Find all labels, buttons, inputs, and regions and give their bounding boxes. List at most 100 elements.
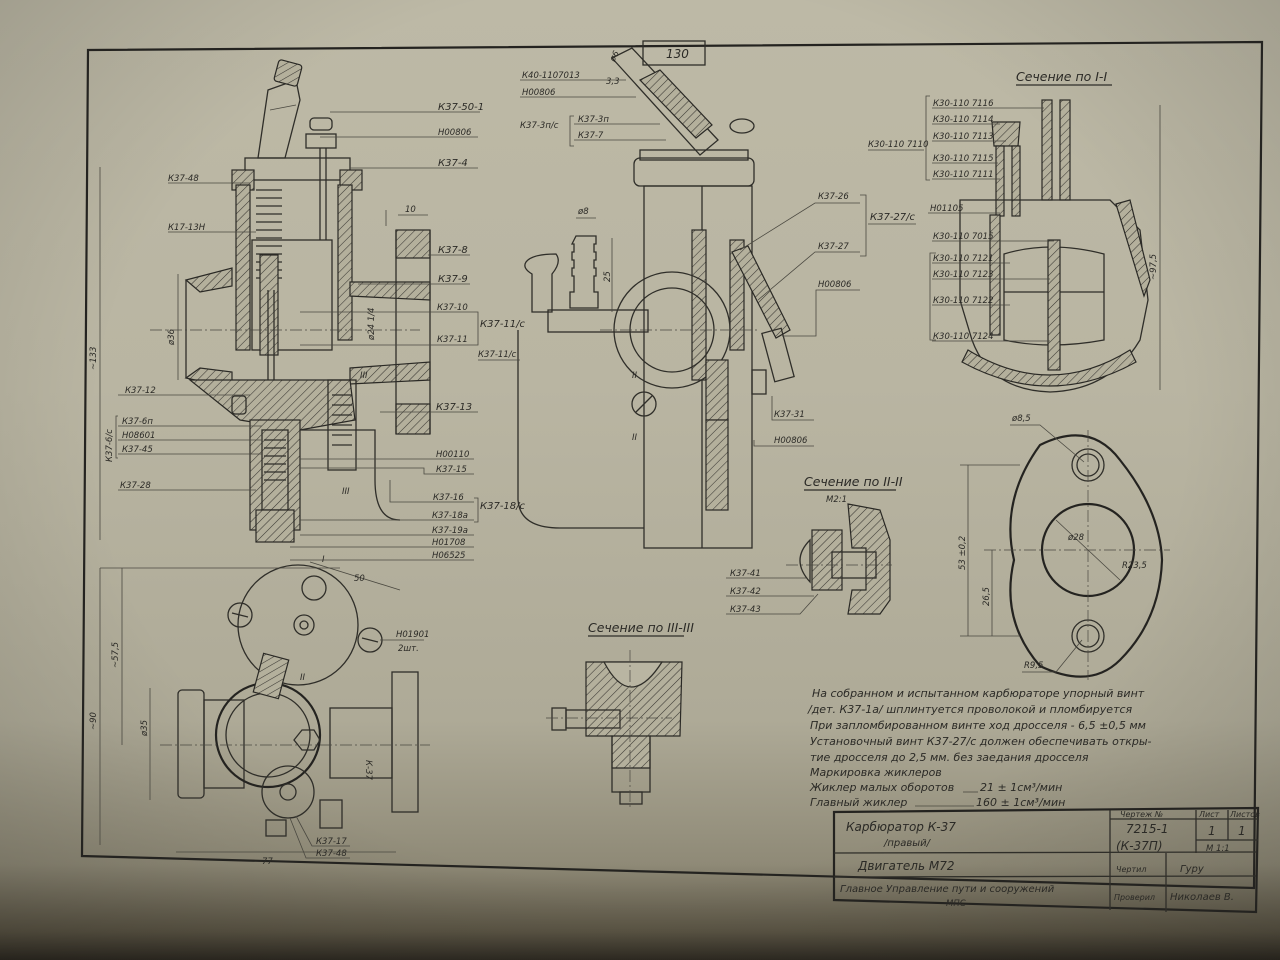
sheets-count: 1 xyxy=(1238,824,1246,838)
label-k37-48: К37-48 xyxy=(168,174,199,184)
label-k37-7: К37-7 xyxy=(578,131,604,141)
checked-label: Проверил xyxy=(1114,893,1155,902)
label-k30-110-7015: К30-110 7015 xyxy=(933,232,993,242)
label-k37-41: К37-41 xyxy=(730,569,761,579)
jet-idle-name: Жиклер малых оборотов xyxy=(809,781,954,794)
label-k37-26: К37-26 xyxy=(818,192,849,202)
label-2-pcs: 2шт. xyxy=(398,644,419,654)
section-mark-iii-top: III xyxy=(360,371,368,381)
dim-hole-8-5: ø8,5 xyxy=(1011,414,1031,424)
label-n00806-right: Н00806 xyxy=(818,280,852,290)
drawing-no: 7215-1 xyxy=(1126,822,1169,836)
label-k37-6p: К37-6п xyxy=(122,417,153,427)
drawn-signature: Гуру xyxy=(1180,864,1205,875)
main-section-view: III III xyxy=(89,59,526,561)
dim-dia-24: ø24 1/4 xyxy=(367,308,377,341)
section-mark-ii: II xyxy=(300,673,306,683)
label-k30-110-7116: К30-110 7116 xyxy=(933,99,994,109)
label-k30-110-7124: К30-110 7124 xyxy=(933,332,993,342)
title-block: Карбюратор К-37 /правый/ Чертеж № 7215-1… xyxy=(832,806,1260,914)
sheet-frame xyxy=(80,40,1264,890)
label-k37-18c: К37-18/с xyxy=(480,501,526,512)
dim-dia-36: ø36 xyxy=(167,328,177,346)
label-k37-4: К37-4 xyxy=(438,158,468,169)
section-mark-ii-bottom: II xyxy=(632,433,638,443)
label-k37-27c: К37-27/с xyxy=(870,212,916,223)
label-k37-43: К37-43 xyxy=(730,605,761,615)
sheet-number: 1 xyxy=(1208,824,1216,838)
bottom-view: К-37 I II 50 ~57,5 ~90 ø35 77 Н01901 2шт… xyxy=(89,555,430,867)
label-k37-28: К37-28 xyxy=(120,481,151,491)
drawn-label: Чертил xyxy=(1116,865,1146,874)
jet-main-value: 160 ± 1см³/мин xyxy=(976,796,1065,809)
flange-view: ø8,5 ø28 R23,5 53 ±0,2 26,5 R9,5 xyxy=(958,414,1170,680)
note-line-2: /дет. К37-1а/ шплинтуется проволокой и п… xyxy=(807,703,1133,716)
dim-radius-23-5: R23,5 xyxy=(1122,561,1147,571)
dim-corner-9-5: R9,5 xyxy=(1024,661,1043,671)
section-2-title: Сечение по II-II xyxy=(804,474,903,489)
dim-90: ~90 xyxy=(89,712,99,730)
dim-half-26-5: 26,5 xyxy=(982,587,992,606)
label-k17-13n: К17-13Н xyxy=(168,223,206,233)
label-k37-8: К37-8 xyxy=(438,245,468,256)
label-k37-19a: К37-19а xyxy=(432,526,468,536)
engine: Двигатель М72 xyxy=(857,859,954,873)
label-n00806-side: Н00806 xyxy=(522,88,556,98)
jet-marking-title: Маркировка жиклеров xyxy=(810,766,942,779)
dim-25: 25 xyxy=(603,271,613,282)
note-line-1: На собранном и испытанном карбюраторе уп… xyxy=(812,687,1145,700)
label-k37-17: К37-17 xyxy=(316,837,347,847)
drawing-code: (К-37П) xyxy=(1116,839,1163,853)
note-line-3: При запломбированном винте ход дросселя … xyxy=(810,719,1146,732)
label-k30-110-7111: К30-110 7111 xyxy=(933,170,993,180)
section-2-view: Сечение по II-II М2:1 К37-41 К37-42 К37-… xyxy=(726,474,903,615)
label-n00110: Н00110 xyxy=(436,450,469,460)
label-k30-110-7123: К30-110 7123 xyxy=(933,270,993,280)
sheets-label: Листов xyxy=(1229,810,1260,819)
checked-by: Николаев В. xyxy=(1170,892,1234,903)
section-3-title: Сечение по III-III xyxy=(588,620,694,635)
label-n08601: Н08601 xyxy=(122,431,155,441)
label-k37-3pc: К37-3п/с xyxy=(520,121,559,131)
drawing-no-label: Чертеж № xyxy=(1120,810,1163,819)
jet-main-name: Главный жиклер xyxy=(810,796,907,809)
label-k40-1107013: К40-1107013 xyxy=(522,71,580,81)
dim-57-5: ~57,5 xyxy=(111,642,121,668)
section-1-title: Сечение по I-I xyxy=(1016,69,1107,84)
label-n01901: Н01901 xyxy=(396,630,429,640)
label-k37-10: К37-10 xyxy=(437,303,468,313)
label-k37-11: К37-11 xyxy=(437,335,468,345)
label-k30-110-7113: К30-110 7113 xyxy=(933,132,993,142)
label-n06525: Н06525 xyxy=(432,551,465,561)
dim-3-3: 3,3 xyxy=(606,77,620,87)
label-k37-3p: К37-3п xyxy=(578,115,609,125)
dim-width-10: 10 xyxy=(405,205,416,215)
label-k37-42: К37-42 xyxy=(730,587,761,597)
jet-idle-value: 21 ± 1см³/мин xyxy=(980,781,1062,794)
note-line-4: Установочный винт К37-27/с должен обеспе… xyxy=(810,735,1152,748)
label-k37-11c-side: К37-11/с xyxy=(478,350,517,360)
page-number: 130 xyxy=(666,47,689,61)
label-k30-110-7121: К30-110 7121 xyxy=(933,254,993,264)
dim-height-53: 53 ±0,2 xyxy=(958,536,968,570)
dim-dia-8: ø8 xyxy=(577,207,589,217)
section-2-scale: М2:1 xyxy=(826,495,847,505)
label-k30-110-7115: К30-110 7115 xyxy=(933,154,993,164)
dim-bore-28: ø28 xyxy=(1067,533,1085,543)
dim-dia-6: ø6 xyxy=(607,49,622,65)
label-n01708: Н01708 xyxy=(432,538,466,548)
dim-50: 50 xyxy=(354,574,365,584)
sheet-label: Лист xyxy=(1198,810,1220,819)
notes-block: На собранном и испытанном карбюраторе уп… xyxy=(807,687,1152,809)
label-k30-110-7110: К30-110 7110 xyxy=(868,140,928,150)
label-k37-16: К37-16 xyxy=(433,493,464,503)
label-k37-31: К37-31 xyxy=(774,410,805,420)
dim-overall-133: ~133 xyxy=(89,347,99,370)
label-n01105: Н01105 xyxy=(930,204,963,214)
title-name: Карбюратор К-37 xyxy=(846,820,956,834)
label-k30-110-7122: К30-110 7122 xyxy=(933,296,993,306)
label-k37-6c: К37-6/с xyxy=(105,429,115,462)
side-view: ø8 25 II II К40-1107013 Н00806 К37-3п/с … xyxy=(478,47,916,549)
scale: М 1:1 xyxy=(1206,844,1230,854)
